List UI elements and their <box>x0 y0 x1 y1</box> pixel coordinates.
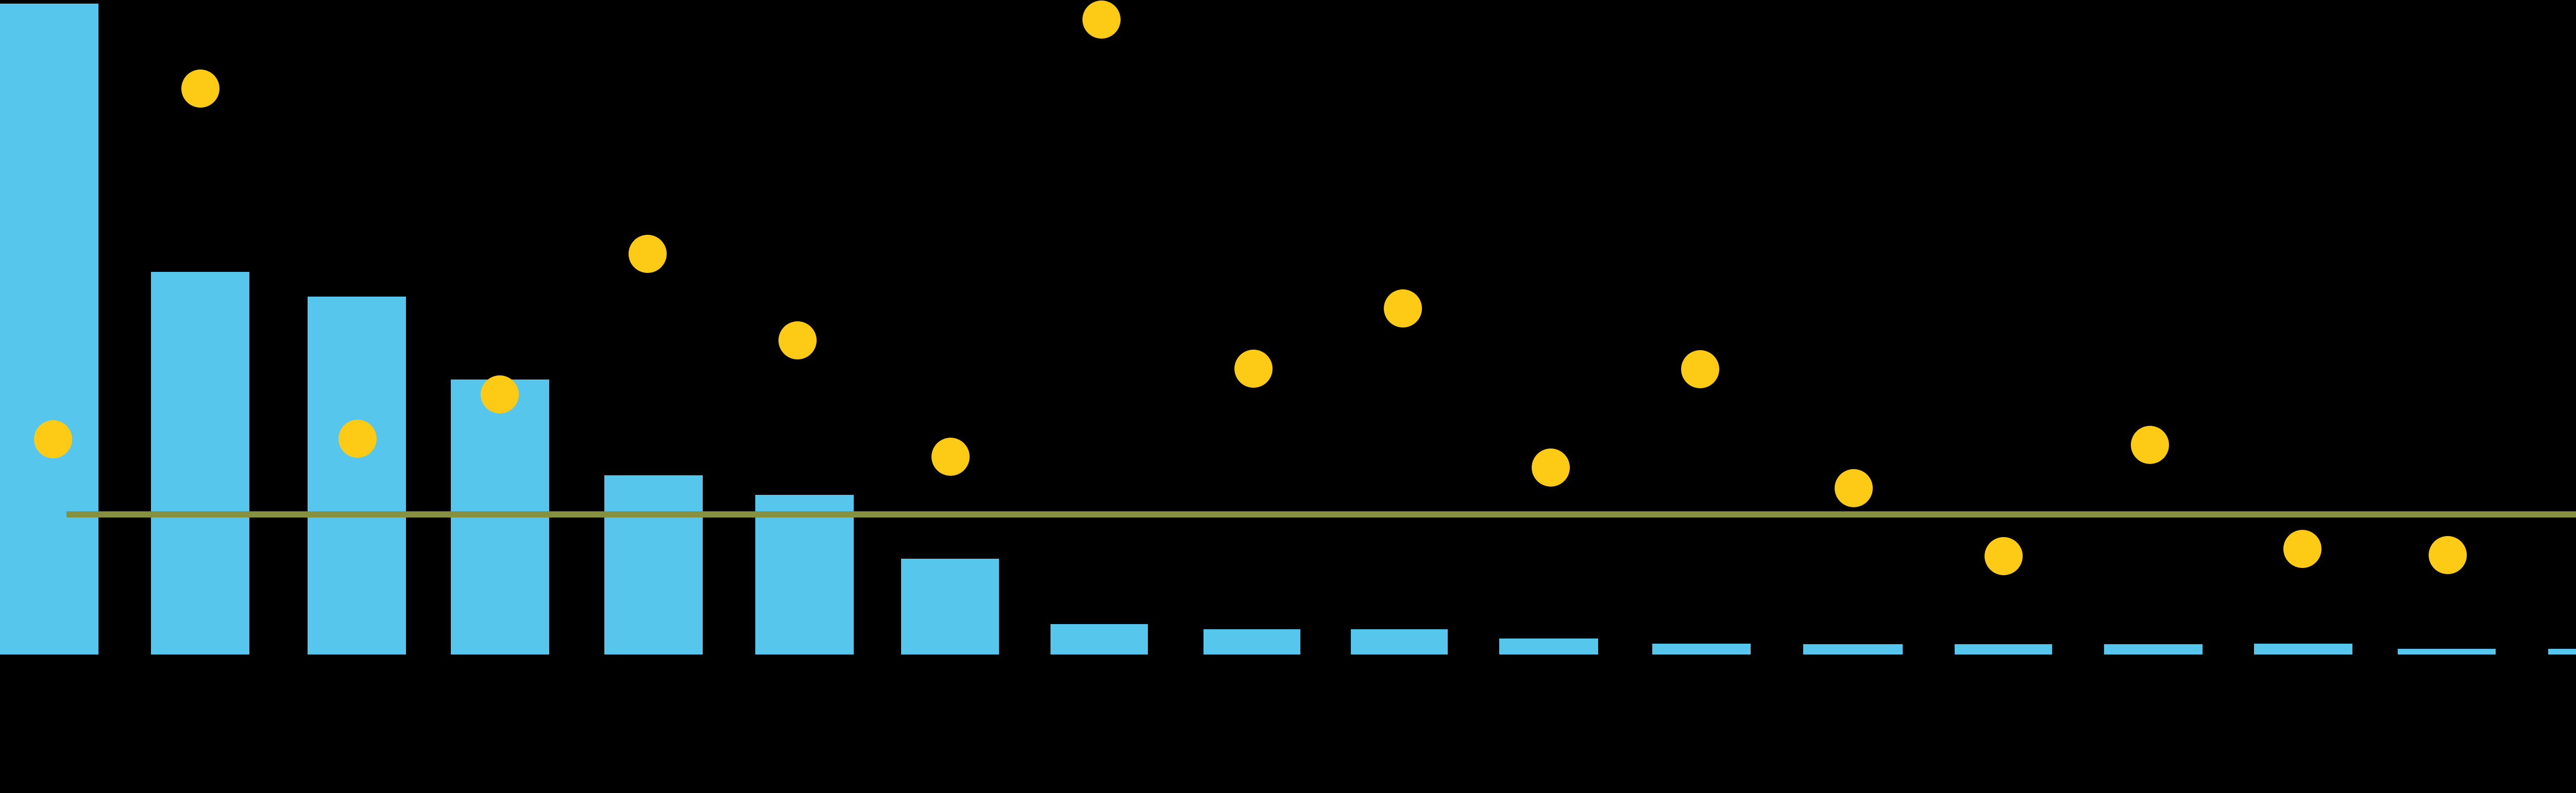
bar <box>2104 644 2202 654</box>
bar <box>2254 644 2352 654</box>
bar <box>308 297 406 654</box>
scatter-dot <box>1681 350 1719 388</box>
scatter-dot <box>1532 449 1570 487</box>
bar <box>901 559 999 654</box>
scatter-dot <box>34 420 72 458</box>
bar <box>1499 639 1598 654</box>
bar <box>2548 649 2576 654</box>
scatter-dot <box>1082 1 1121 39</box>
scatter-dot <box>1384 289 1422 327</box>
scatter-dot <box>931 438 970 476</box>
scatter-dot <box>1234 350 1273 388</box>
scatter-dot <box>2283 530 2321 568</box>
scatter-dot <box>2131 426 2169 464</box>
scatter-dot <box>1985 537 2023 575</box>
scatter-dot <box>2429 536 2467 574</box>
scatter-dot <box>778 321 817 359</box>
bar <box>1050 624 1148 654</box>
scatter-dot <box>338 420 377 458</box>
bar <box>1204 629 1300 654</box>
bar <box>151 272 249 654</box>
bar <box>0 4 98 654</box>
bar <box>755 495 854 654</box>
bar <box>1652 644 1751 654</box>
scatter-dot <box>1835 469 1873 507</box>
bar <box>1955 644 2052 654</box>
reference-line <box>66 511 2576 518</box>
bar <box>604 475 703 654</box>
bar <box>1803 644 1903 654</box>
bar <box>2398 649 2496 654</box>
scatter-dot <box>481 375 519 413</box>
scatter-dot <box>181 70 219 108</box>
scatter-dot <box>629 235 667 273</box>
bar <box>1351 629 1448 654</box>
